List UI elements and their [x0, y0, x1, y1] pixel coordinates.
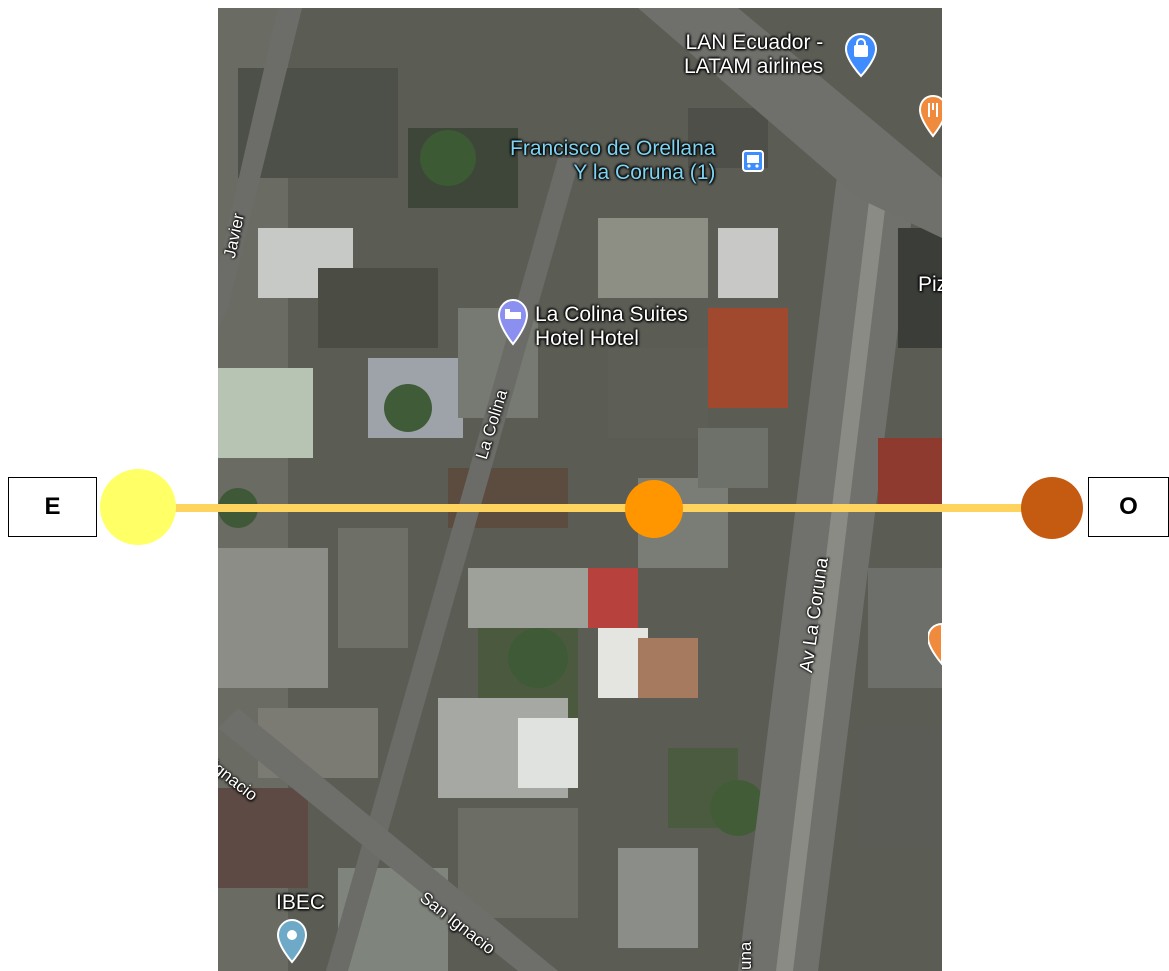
- place-label-ibec[interactable]: IBEC: [276, 891, 326, 914]
- place-label-bus-stop[interactable]: Francisco de Orellana Y la Coruna (1): [510, 137, 715, 185]
- west-label: O: [1119, 493, 1138, 520]
- place-label-lan-line1: LAN Ecuador -: [685, 31, 824, 54]
- place-label-hotel-line2: Hotel Hotel: [535, 327, 639, 350]
- place-label-lan-line2: LATAM airlines: [684, 55, 824, 78]
- place-pin-icon[interactable]: [276, 918, 308, 964]
- restaurant-pin-icon-2[interactable]: [928, 622, 942, 666]
- street-label-coruna-partial: una: [736, 941, 755, 970]
- bus-stop-icon[interactable]: [742, 150, 764, 172]
- map-imagery: [218, 8, 942, 971]
- place-label-hotel-line1: La Colina Suites: [535, 303, 688, 326]
- west-label-box: O: [1088, 477, 1169, 537]
- left-dot: [100, 469, 176, 545]
- hotel-bed-pin-icon[interactable]: [497, 298, 529, 346]
- shopping-bag-pin-icon[interactable]: [844, 32, 878, 78]
- satellite-map[interactable]: LAN Ecuador - LATAM airlines Francisco d…: [218, 8, 942, 971]
- right-dot: [1021, 477, 1083, 539]
- place-label-hotel[interactable]: La Colina Suites Hotel Hotel: [535, 303, 688, 351]
- place-label-bus-stop-line1: Francisco de Orellana: [510, 137, 716, 160]
- place-label-pizza-partial[interactable]: Piz: [918, 273, 942, 296]
- place-label-bus-stop-line2: Y la Coruna (1): [573, 161, 716, 184]
- east-label-box: E: [8, 477, 97, 537]
- east-label: E: [44, 493, 61, 520]
- place-label-lan[interactable]: LAN Ecuador - LATAM airlines: [684, 31, 823, 79]
- restaurant-pin-icon[interactable]: [918, 94, 942, 138]
